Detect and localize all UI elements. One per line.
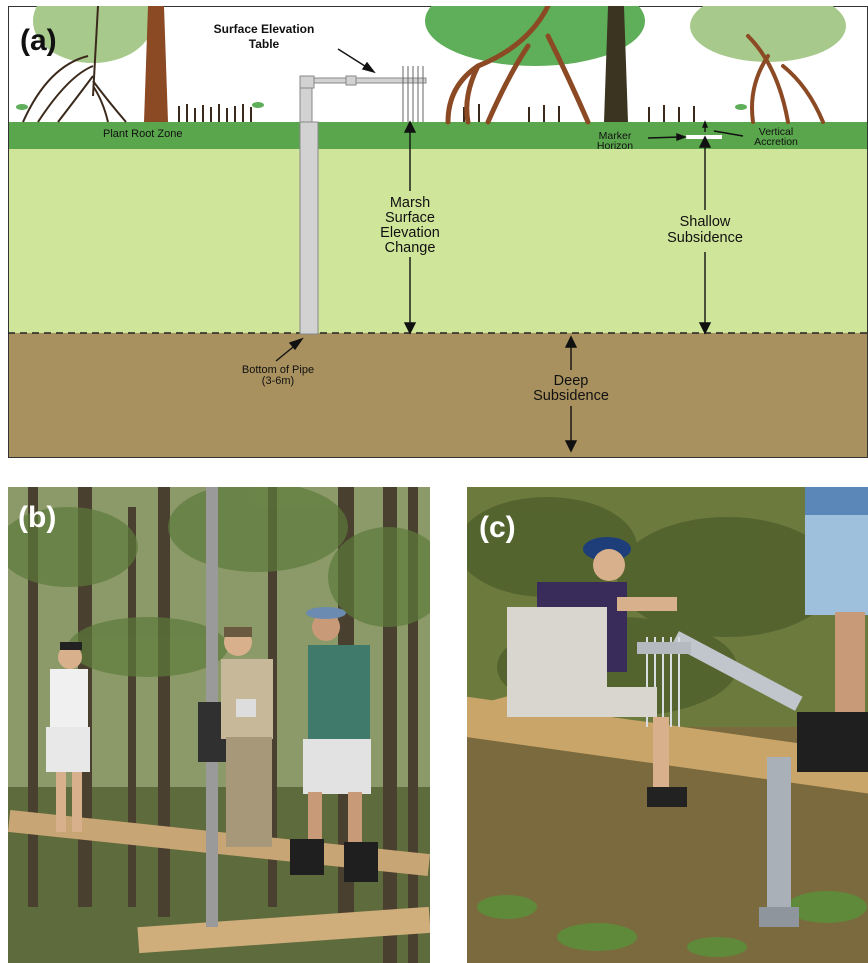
svg-text:Shallow: Shallow [680, 214, 731, 230]
svg-text:(3-6m): (3-6m) [262, 375, 294, 387]
marsh-change-label: Marsh Surface Elevation Change [370, 191, 450, 257]
tree-trunk-center [604, 6, 628, 122]
deep-soil-layer [8, 333, 868, 458]
set-pipe [300, 122, 318, 334]
panel-letter-c: (c) [479, 511, 516, 545]
set-label-line2: Table [249, 37, 280, 51]
panel-letter-a: (a) [20, 24, 57, 57]
sediment-elevation-diagram: (a) Surface Elevation Table Plant Root Z… [8, 6, 868, 458]
svg-text:Subsidence: Subsidence [667, 230, 743, 246]
panel-letter-b: (b) [18, 501, 56, 535]
shallow-subsidence-label: Shallow Subsidence [648, 210, 762, 252]
svg-text:Surface: Surface [385, 210, 435, 226]
root-zone-label: Plant Root Zone [103, 128, 183, 140]
deep-subsidence-label: Deep Subsidence [511, 370, 631, 406]
set-label: Surface Elevation [214, 22, 315, 36]
svg-text:Marsh: Marsh [390, 195, 430, 211]
svg-text:Subsidence: Subsidence [533, 388, 609, 404]
field-photo-measurement: (c) [467, 487, 868, 963]
field-photo-installation: (b) [8, 487, 430, 963]
vertical-accretion-label-line2: Accretion [754, 136, 798, 148]
svg-text:Change: Change [385, 240, 436, 256]
person-center [221, 627, 273, 847]
svg-text:Deep: Deep [554, 373, 589, 389]
tree-trunk-left [144, 6, 168, 122]
svg-text:Elevation: Elevation [380, 225, 440, 241]
marker-horizon-label-line2: Horizon [597, 140, 633, 152]
